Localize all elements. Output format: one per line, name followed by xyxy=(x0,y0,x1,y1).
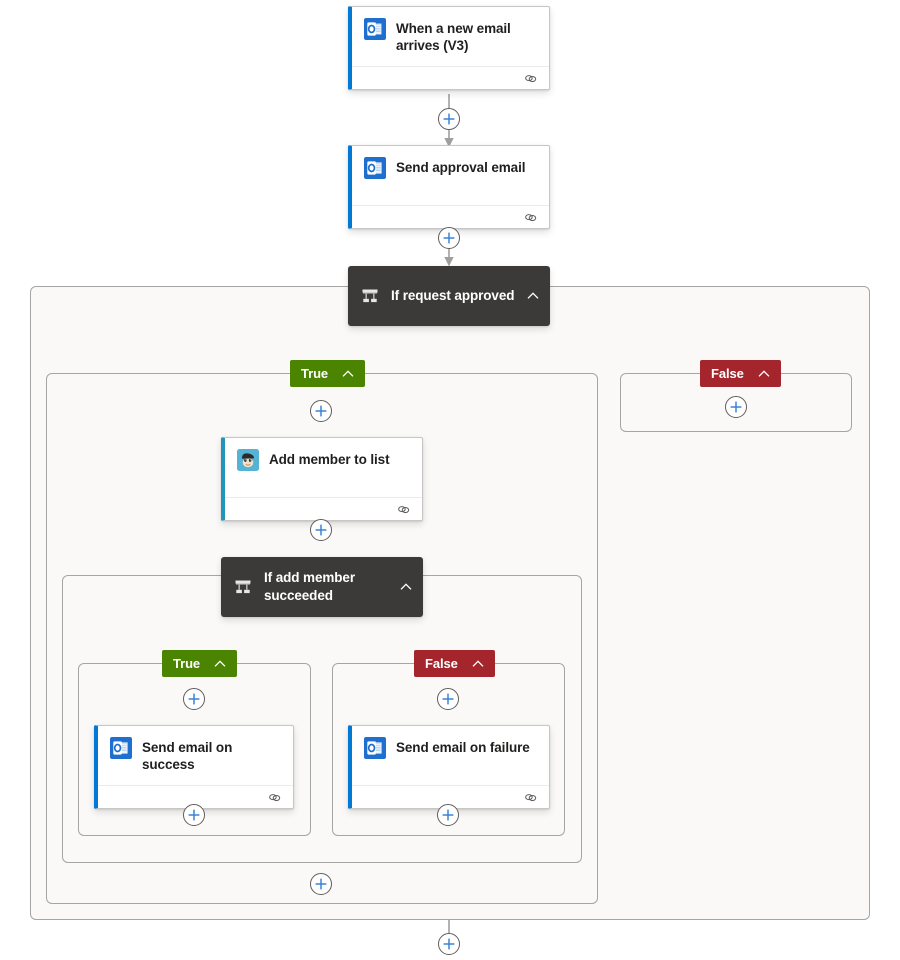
add-step-button-inner-true-branch[interactable] xyxy=(183,688,205,710)
chevron-up-icon[interactable] xyxy=(471,657,485,671)
condition-title: If add member succeeded xyxy=(264,570,355,603)
mailchimp-icon xyxy=(237,449,259,471)
card-add-member-to-list[interactable]: Add member to list xyxy=(221,437,423,521)
plus-icon xyxy=(188,693,200,705)
branch-label: True xyxy=(173,656,201,671)
plus-icon xyxy=(315,524,327,536)
add-step-button-outer-false-branch[interactable] xyxy=(725,396,747,418)
add-step-button-after-inner-condition[interactable] xyxy=(310,873,332,895)
outlook-icon xyxy=(364,18,386,40)
link-icon[interactable] xyxy=(523,211,538,224)
link-icon[interactable] xyxy=(523,72,538,85)
add-step-button-inner-false-branch[interactable] xyxy=(437,688,459,710)
card-footer xyxy=(98,785,293,808)
card-title: Send email on failure xyxy=(396,740,530,755)
plus-icon xyxy=(315,405,327,417)
add-step-button-after-send-success[interactable] xyxy=(183,804,205,826)
chevron-up-icon[interactable] xyxy=(757,367,771,381)
branch-label: False xyxy=(425,656,458,671)
card-header: Add member to list xyxy=(225,438,422,497)
chevron-up-icon[interactable] xyxy=(399,580,413,594)
card-send-email-on-failure[interactable]: Send email on failure xyxy=(348,725,550,809)
link-icon[interactable] xyxy=(523,791,538,804)
plus-icon xyxy=(443,938,455,950)
card-header: Send email on failure xyxy=(352,726,549,785)
outlook-icon xyxy=(364,157,386,179)
add-step-button-after-outer-condition[interactable] xyxy=(438,933,460,955)
card-footer xyxy=(352,205,549,228)
condition-icon xyxy=(362,289,378,303)
condition-icon xyxy=(235,580,251,594)
plus-icon xyxy=(188,809,200,821)
chevron-up-icon[interactable] xyxy=(526,289,540,303)
add-step-button-outer-true-branch[interactable] xyxy=(310,400,332,422)
link-icon[interactable] xyxy=(396,503,411,516)
plus-icon xyxy=(730,401,742,413)
outlook-icon xyxy=(364,737,386,759)
add-step-button-after-trigger[interactable] xyxy=(438,108,460,130)
plus-icon xyxy=(442,693,454,705)
plus-icon xyxy=(315,878,327,890)
add-step-button-after-add-member[interactable] xyxy=(310,519,332,541)
card-send-approval-email[interactable]: Send approval email xyxy=(348,145,550,229)
branch-label: True xyxy=(301,366,329,381)
chevron-up-icon[interactable] xyxy=(341,367,355,381)
card-title: Add member to list xyxy=(269,452,390,467)
condition-if-add-member-succeeded[interactable]: If add member succeeded xyxy=(221,557,423,617)
card-header: Send email on success xyxy=(98,726,293,785)
plus-icon xyxy=(443,113,455,125)
card-footer xyxy=(352,785,549,808)
link-icon[interactable] xyxy=(267,791,282,804)
condition-title: If request approved xyxy=(391,288,515,303)
card-title: When a new email arrives (V3) xyxy=(396,21,511,53)
plus-icon xyxy=(442,809,454,821)
add-step-button-after-send-failure[interactable] xyxy=(437,804,459,826)
card-send-email-on-success[interactable]: Send email on success xyxy=(94,725,294,809)
add-step-button-after-send-approval[interactable] xyxy=(438,227,460,249)
card-title: Send email on success xyxy=(142,740,233,772)
chevron-up-icon[interactable] xyxy=(213,657,227,671)
card-footer xyxy=(225,497,422,520)
card-footer xyxy=(352,66,549,89)
card-when-a-new-email-arrives[interactable]: When a new email arrives (V3) xyxy=(348,6,550,90)
branch-badge-inner-false[interactable]: False xyxy=(414,650,495,677)
card-title: Send approval email xyxy=(396,160,526,175)
branch-badge-outer-false[interactable]: False xyxy=(700,360,781,387)
plus-icon xyxy=(443,232,455,244)
branch-badge-outer-true[interactable]: True xyxy=(290,360,366,387)
condition-if-request-approved[interactable]: If request approved xyxy=(348,266,550,326)
outlook-icon xyxy=(110,737,132,759)
branch-label: False xyxy=(711,366,744,381)
branch-badge-inner-true[interactable]: True xyxy=(162,650,238,677)
card-header: When a new email arrives (V3) xyxy=(352,7,549,66)
card-header: Send approval email xyxy=(352,146,549,205)
